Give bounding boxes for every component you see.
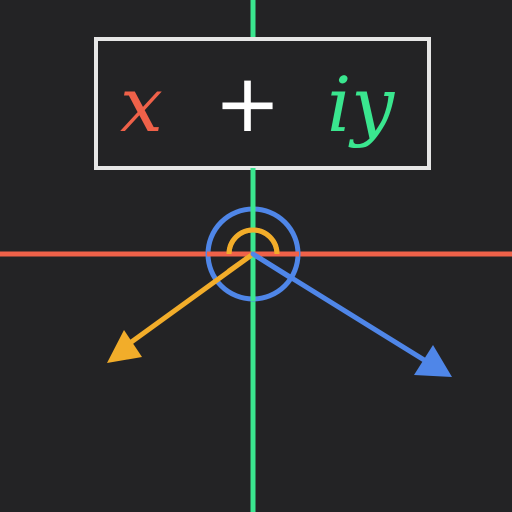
formula-imaginary-part: iy	[327, 60, 395, 149]
formula-real-part: x	[120, 60, 163, 149]
formula-box: x + iy	[94, 37, 431, 170]
blue-arrowhead-icon	[414, 345, 452, 377]
blue-vector-origin-overlay	[250, 251, 294, 281]
orange-angle-arc-overlay-icon	[226, 227, 280, 255]
formula-border	[94, 37, 431, 170]
orange-arrowhead-icon	[107, 330, 142, 363]
formula-operator: +	[214, 57, 281, 150]
orange-vector-origin-overlay	[226, 251, 256, 274]
